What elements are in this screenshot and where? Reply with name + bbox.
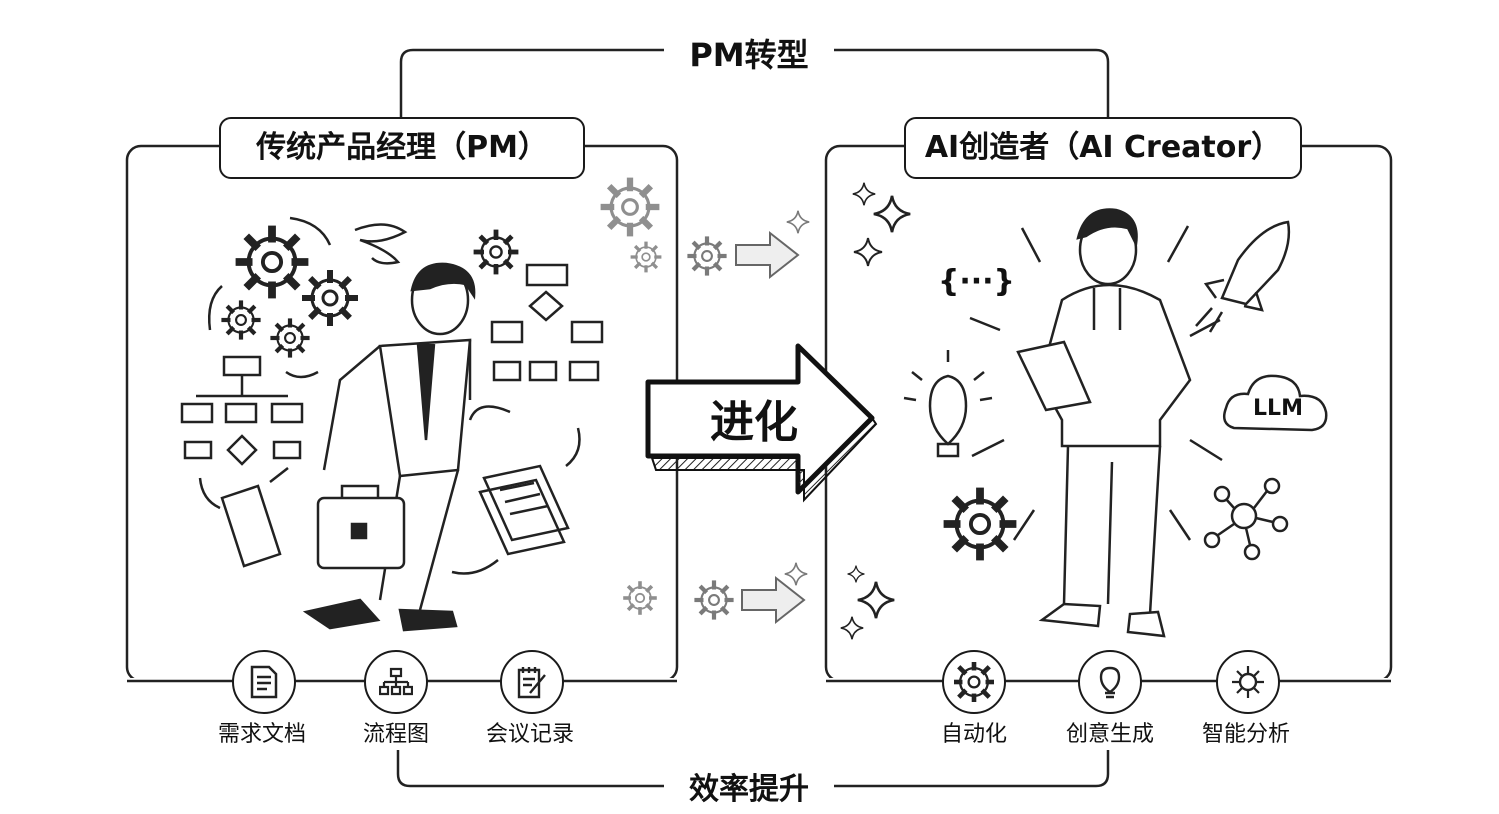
item-requirements-doc: 需求文档 <box>217 722 306 747</box>
gear-icon <box>942 650 1006 714</box>
item-smart-analysis: 智能分析 <box>1201 722 1290 747</box>
item-automation: 自动化 <box>940 722 1007 747</box>
efficiency-title: 效率提升 <box>664 764 834 808</box>
item-flowchart: 流程图 <box>362 722 429 747</box>
left-illustration <box>180 216 604 632</box>
item-meeting-notes: 会议记录 <box>485 722 574 747</box>
traditional-pm-title: 传统产品经理（PM） <box>219 117 585 179</box>
llm-cloud-label: LLM <box>1253 396 1303 421</box>
transformation-title: PM转型 <box>664 30 834 76</box>
document-icon <box>232 650 296 714</box>
bottom-connector <box>396 750 1110 788</box>
evolution-label: 进化 <box>710 397 798 448</box>
flowchart-icon <box>364 650 428 714</box>
right-illustration <box>839 181 1328 641</box>
code-braces-icon: {···} <box>938 264 1015 299</box>
notepad-icon <box>500 650 564 714</box>
analysis-icon <box>1216 650 1280 714</box>
evolution-arrow <box>645 343 878 503</box>
top-connector <box>399 48 1110 117</box>
ai-creator-title: AI创造者（AI Creator） <box>904 117 1302 179</box>
item-idea-generation: 创意生成 <box>1065 722 1154 747</box>
lightbulb-icon <box>1078 650 1142 714</box>
